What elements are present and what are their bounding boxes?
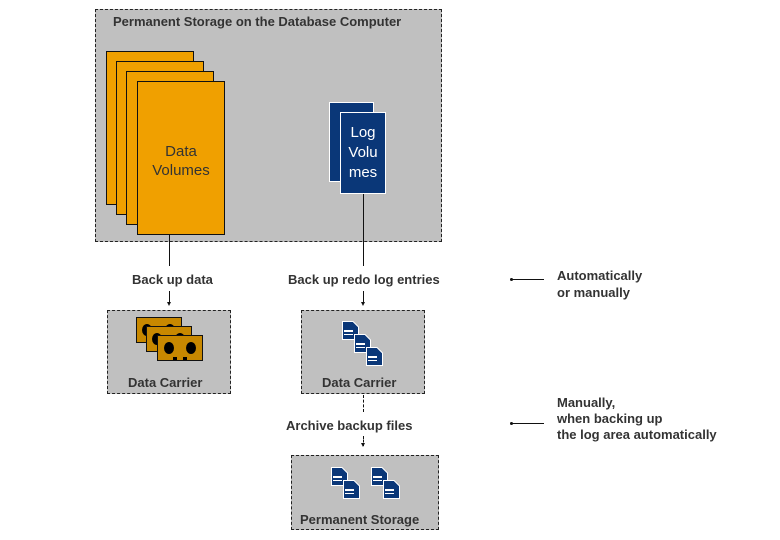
tape-icon <box>157 335 203 361</box>
note1-line2: or manually <box>557 285 630 300</box>
note2-line3: the log area automatically <box>557 427 717 442</box>
data-volumes-label-1: Data <box>165 143 197 160</box>
log-file-icon <box>343 480 360 499</box>
connector-data <box>169 235 170 266</box>
note2-line1: Manually, <box>557 395 616 410</box>
arrow-data <box>169 291 170 304</box>
log-volumes-label-3: mes <box>348 164 378 181</box>
connector-log <box>363 194 364 266</box>
data-carrier-left-label: Data Carrier <box>128 375 203 390</box>
arrowhead-archive <box>361 443 365 447</box>
permanent-storage-label: Permanent Storage <box>300 512 420 527</box>
archive-connector <box>363 395 364 412</box>
note2-line2: when backing up <box>557 411 663 426</box>
data-volumes: Data Volumes <box>137 81 225 235</box>
arrow-redo <box>363 291 364 304</box>
permanent-storage-box <box>291 455 439 530</box>
data-volumes-label-2: Volumes <box>152 162 210 179</box>
archive-arrow <box>363 436 364 446</box>
log-file-icon <box>366 347 383 366</box>
data-carrier-right-label: Data Carrier <box>322 375 397 390</box>
log-volumes: Log Volu mes <box>340 112 386 194</box>
flow-label-backup-data: Back up data <box>132 272 213 287</box>
note1-line1: Automatically <box>557 268 643 283</box>
flow-label-backup-redo: Back up redo log entries <box>288 272 440 287</box>
note2-pointer <box>511 423 544 424</box>
db-computer-storage-title: Permanent Storage on the Database Comput… <box>113 14 402 29</box>
note1-pointer <box>511 279 544 280</box>
log-volumes-label-1: Log <box>350 124 376 141</box>
log-volumes-label-2: Volu <box>348 144 378 161</box>
note2-pointer-tip <box>510 422 513 425</box>
log-file-icon <box>383 480 400 499</box>
arrowhead-redo <box>361 302 365 306</box>
arrowhead-data <box>167 302 171 306</box>
note1-pointer-tip <box>510 278 513 281</box>
flow-label-archive: Archive backup files <box>286 418 413 433</box>
